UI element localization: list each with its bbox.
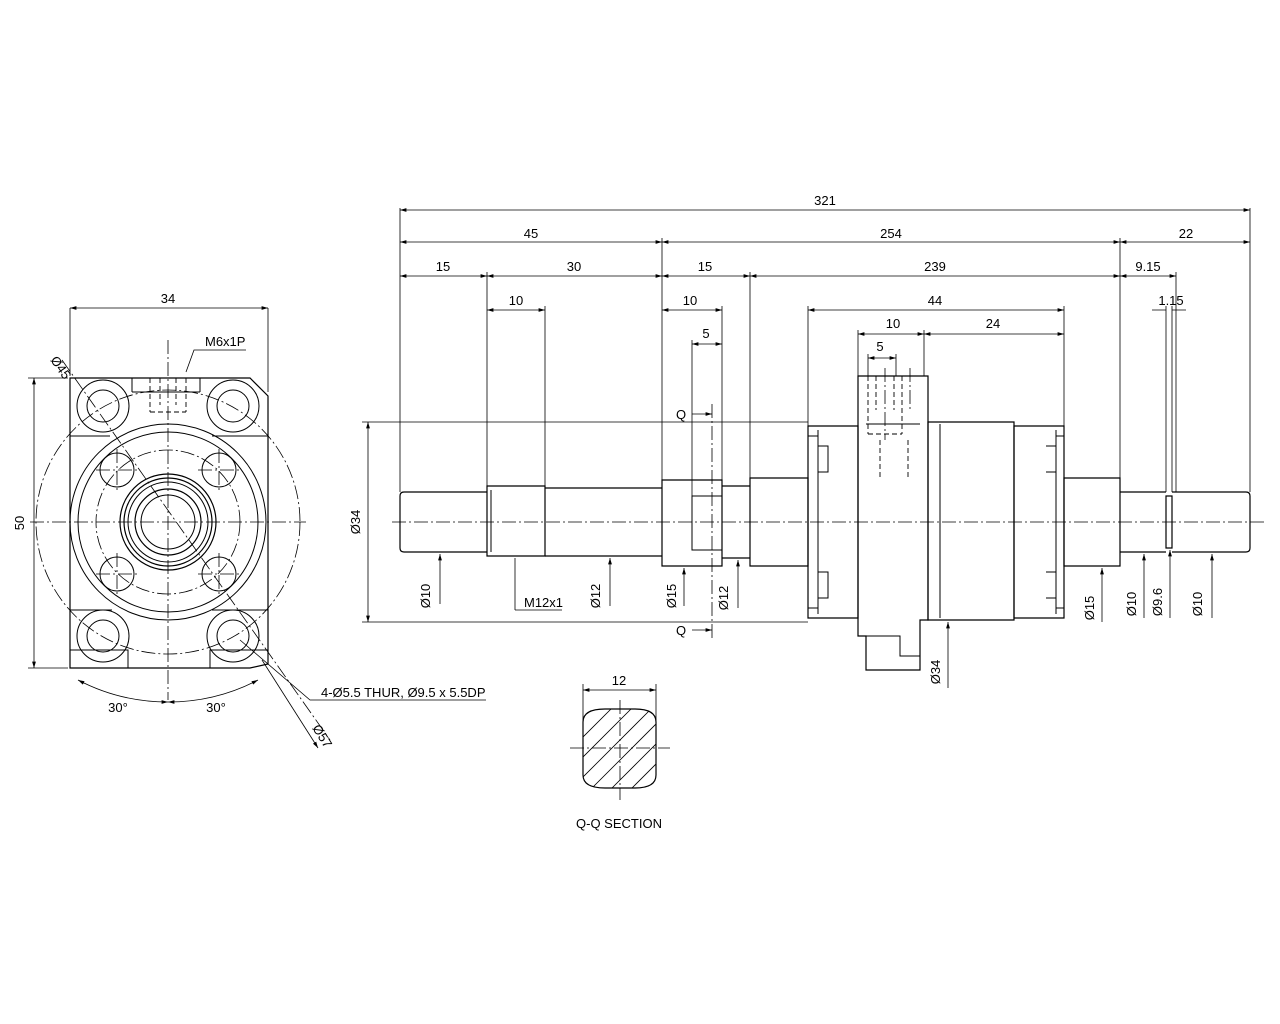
section-hatch — [583, 709, 656, 788]
section-title: Q-Q SECTION — [576, 816, 662, 831]
section-mark-bottom: Q — [676, 623, 686, 638]
dim-od-57: Ø57 — [309, 722, 335, 751]
dim-end-journal: 15 — [436, 259, 450, 274]
hole-spec-label: 4-Ø5.5 THUR, Ø9.5 x 5.5DP — [321, 685, 486, 700]
dim-nut-len: 44 — [928, 293, 942, 308]
dim-groove-len: 1.15 — [1158, 293, 1183, 308]
dim-screw: 239 — [924, 259, 946, 274]
dim-right-segment: 22 — [1179, 226, 1193, 241]
dim-left-segment: 45 — [524, 226, 538, 241]
dim-flange-height: 50 — [12, 516, 27, 530]
diameter-callouts: Ø10 M12x1 Ø12 Ø15 Ø12 Ø34 Ø15 Ø10 Ø9.6 Ø… — [418, 550, 1214, 688]
q-q-section: 12 Q-Q SECTION — [570, 673, 670, 831]
dim-dia-12-a: Ø12 — [588, 584, 603, 609]
thread-spec-label: M12x1 — [524, 595, 563, 610]
dim-overall-length: 321 — [814, 193, 836, 208]
tap-spec-label: M6x1P — [205, 334, 245, 349]
dim-thread-len: 10 — [509, 293, 523, 308]
dim-thread-zone: 30 — [567, 259, 581, 274]
dim-dia-9-6: Ø9.6 — [1150, 588, 1165, 616]
dim-flat-len: 10 — [683, 293, 697, 308]
angle-right-label: 30° — [206, 700, 226, 715]
dim-dia-15-b: Ø15 — [1082, 596, 1097, 621]
dim-nut-dia-lower: Ø34 — [928, 660, 943, 685]
dim-dia-12-b: Ø12 — [716, 586, 731, 611]
dim-nut-body-len: 24 — [986, 316, 1000, 331]
dim-right-step: 9.15 — [1135, 259, 1160, 274]
dim-flat-width: 5 — [702, 326, 709, 341]
dim-middle-segment: 254 — [880, 226, 902, 241]
mounting-holes — [76, 379, 260, 663]
dim-dia-10-b: Ø10 — [1190, 592, 1205, 617]
side-view: 321 45 254 22 15 30 15 239 9.15 10 10 44… — [348, 193, 1266, 688]
dim-dia-15-a: Ø15 — [664, 584, 679, 609]
angle-left-label: 30° — [108, 700, 128, 715]
dim-journal-left: Ø10 — [418, 584, 433, 609]
dim-dia-10-a: Ø10 — [1124, 592, 1139, 617]
dim-flange-hole-len: 5 — [876, 339, 883, 354]
end-view: 34 50 M6x1P Ø45 4-Ø5.5 THUR, Ø9.5 x 5.5D… — [12, 291, 486, 750]
dim-flange-width: 34 — [161, 291, 175, 306]
dim-nut-dia: Ø34 — [348, 510, 363, 535]
dim-collar: 15 — [698, 259, 712, 274]
inner-bolt-holes — [96, 449, 240, 595]
dim-flange-len: 10 — [886, 316, 900, 331]
section-mark-top: Q — [676, 407, 686, 422]
dim-section-width: 12 — [612, 673, 626, 688]
